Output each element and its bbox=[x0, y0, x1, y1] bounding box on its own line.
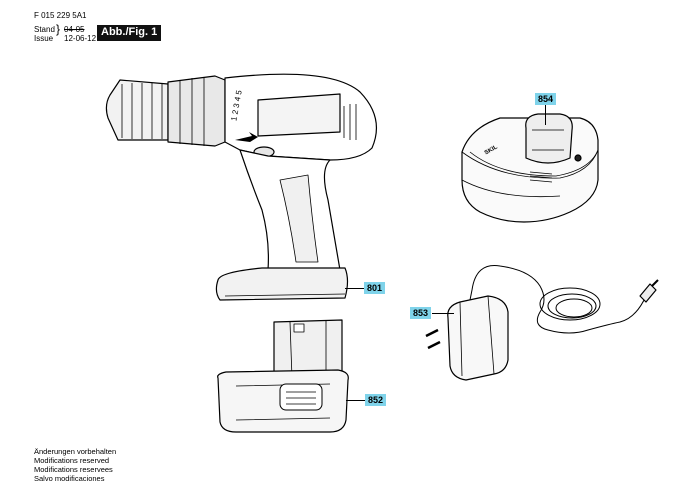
footer-note-fr: Modifications reservees bbox=[34, 465, 113, 474]
leader-line-852 bbox=[346, 400, 365, 401]
figure-badge: Abb./Fig. 1 bbox=[97, 25, 162, 41]
part-number-853: 853 bbox=[410, 307, 432, 319]
stand-date: 04-05 bbox=[64, 25, 85, 34]
leader-line-854 bbox=[545, 105, 546, 125]
charger-illustration bbox=[461, 113, 599, 223]
issue-date: 12-06-12 bbox=[64, 34, 97, 43]
footer-note-de: Änderungen vorbehalten bbox=[34, 447, 117, 456]
footer-note-en: Modifications reserved bbox=[34, 456, 110, 465]
document-number: F 015 229 5A1 bbox=[34, 11, 87, 20]
battery-illustration bbox=[217, 319, 349, 433]
footer-notes: Änderungen vorbehalten Modifications res… bbox=[34, 447, 116, 483]
adapter-illustration bbox=[425, 265, 659, 381]
leader-line-801 bbox=[345, 288, 364, 289]
leader-line-853 bbox=[432, 313, 454, 314]
issue-label: Issue bbox=[34, 34, 54, 43]
date-bracket: } bbox=[56, 22, 61, 36]
drill-illustration bbox=[105, 73, 378, 301]
part-number-852: 852 bbox=[365, 394, 387, 406]
footer-note-es: Salvo modificaciones bbox=[34, 474, 105, 483]
part-number-854: 854 bbox=[535, 93, 557, 105]
stand-label: Stand bbox=[34, 25, 55, 34]
part-number-801: 801 bbox=[364, 282, 386, 294]
